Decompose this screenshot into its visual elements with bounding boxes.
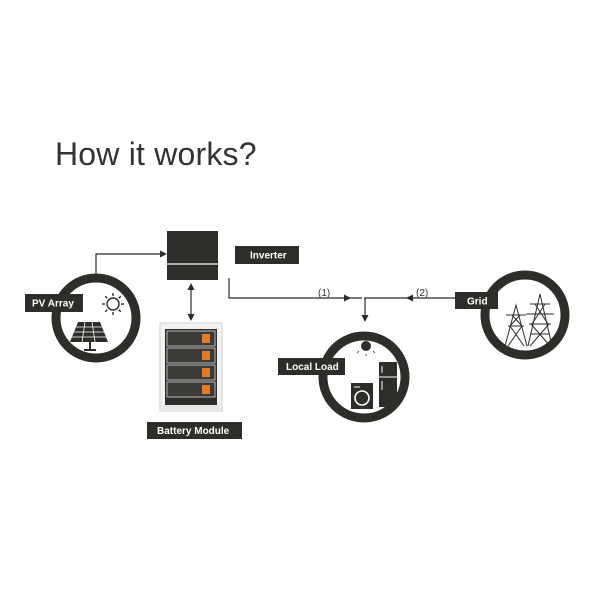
inverter-box bbox=[167, 231, 218, 280]
grid-node: Grid bbox=[455, 270, 570, 360]
inverter-node: Inverter bbox=[167, 231, 299, 280]
inverter-battery-arrowhead-up bbox=[187, 283, 195, 290]
pv-to-inverter-arrowhead bbox=[160, 250, 167, 258]
washing-machine-icon bbox=[351, 383, 373, 409]
sun-icon bbox=[102, 293, 124, 315]
flow-1-label: (1) bbox=[318, 288, 330, 299]
page-title: How it works? bbox=[55, 136, 257, 172]
inverter-label: Inverter bbox=[250, 251, 287, 262]
refrigerator-icon bbox=[379, 362, 397, 407]
light-bulb-icon bbox=[356, 341, 376, 356]
inverter-battery-arrowhead-down bbox=[187, 314, 195, 321]
solar-panel-icon bbox=[70, 321, 108, 351]
pv-array-node: PV Array bbox=[25, 273, 141, 363]
grid-label: Grid bbox=[467, 297, 488, 308]
pv-array-label: PV Array bbox=[32, 299, 74, 310]
connection-lines bbox=[95, 250, 455, 322]
pv-array-label-bg bbox=[25, 294, 83, 312]
flow-2-arrowhead bbox=[406, 294, 413, 302]
flow-2-label: (2) bbox=[416, 288, 428, 299]
battery-module-label: Battery Module bbox=[157, 426, 230, 437]
battery-module-node: Battery Module bbox=[147, 322, 242, 439]
local-load-label: Local Load bbox=[286, 362, 339, 373]
grid-label-bg bbox=[455, 292, 498, 309]
pv-array-circle bbox=[51, 273, 141, 363]
local-load-label-bg bbox=[278, 358, 345, 375]
inverter-to-load-line bbox=[228, 278, 362, 299]
local-load-node: Local Load bbox=[278, 331, 410, 423]
flow-1-arrowhead bbox=[344, 294, 351, 302]
pv-to-inverter-line bbox=[95, 253, 163, 283]
load-arrowhead bbox=[361, 315, 369, 322]
battery-module-label-bg bbox=[147, 422, 242, 439]
battery-shelves bbox=[166, 330, 216, 398]
inverter-label-bg bbox=[235, 246, 299, 264]
transmission-tower-icon bbox=[504, 293, 554, 347]
